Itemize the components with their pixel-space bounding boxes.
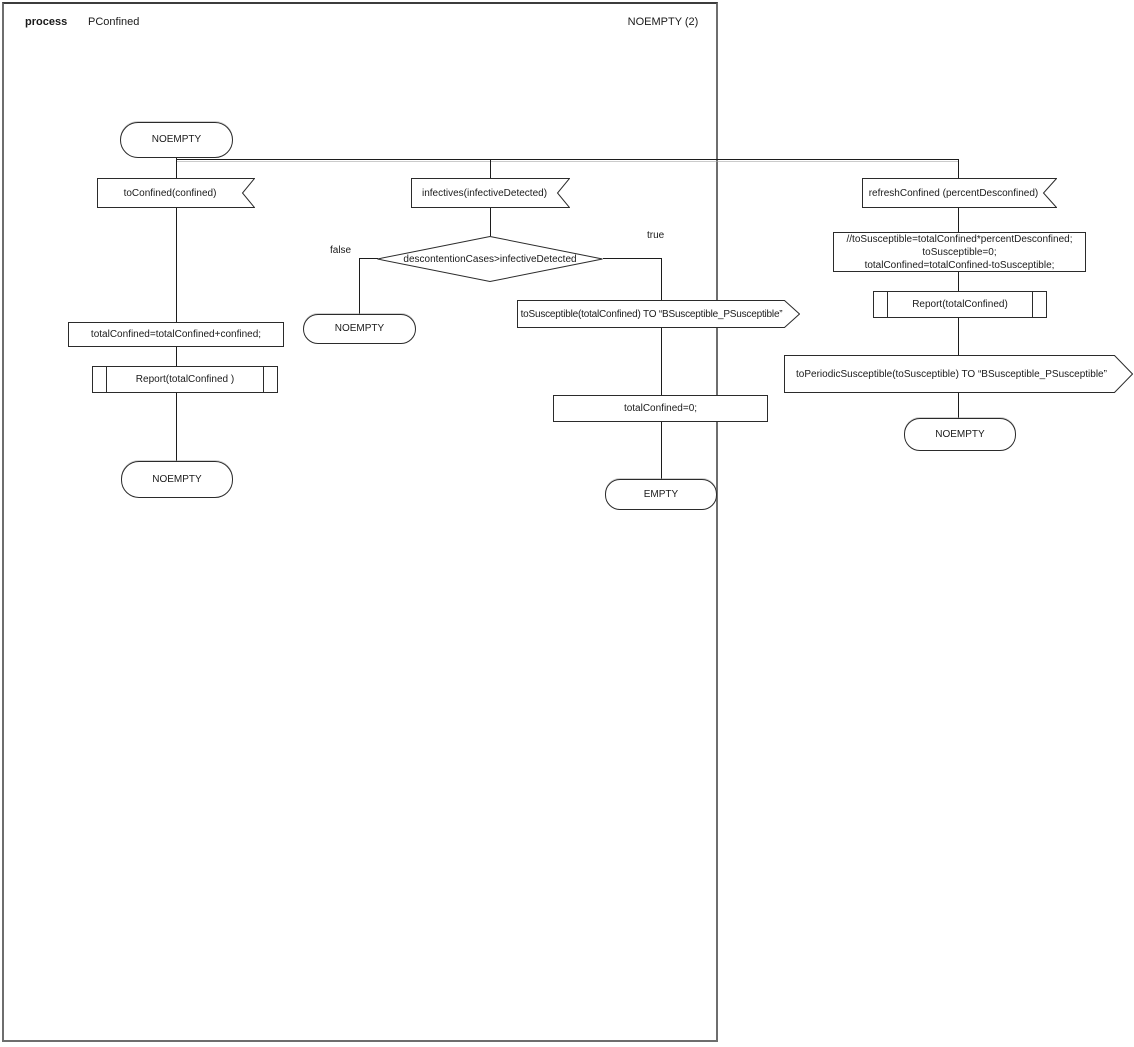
input-toconfined: toConfined(confined) [97, 178, 255, 208]
task-reset-confined: totalConfined=0; [553, 395, 768, 422]
output-symbol-outline [784, 355, 1133, 393]
page-label: NOEMPTY (2) [627, 16, 699, 28]
state-empty: EMPTY [605, 479, 717, 510]
decision-true-label: true [647, 230, 665, 241]
procedure-report-right: Report(totalConfined) [873, 291, 1047, 318]
connector-mid-1 [490, 159, 491, 178]
connector-right-4 [958, 318, 959, 355]
connector-false-h [359, 258, 378, 259]
task-line: toSusceptible=0; [922, 246, 997, 258]
task-line: totalConfined=totalConfined-toSusceptibl… [864, 259, 1055, 271]
connector-right-2 [958, 208, 959, 232]
decision-diamond-outline [377, 236, 603, 282]
input-infectives: infectives(infectiveDetected) [411, 178, 570, 208]
state-label: NOEMPTY [152, 473, 202, 485]
connector-mid-2 [490, 208, 491, 236]
output-tosusceptible: toSusceptible(totalConfined) TO “BSuscep… [517, 300, 800, 328]
connector-mid-4 [661, 422, 662, 479]
input-label: infectives(infectiveDetected) [421, 187, 548, 199]
input-symbol-outline [97, 178, 255, 208]
input-label: refreshConfined (percentDesconfined) [868, 187, 1039, 199]
task-accumulate-confined: totalConfined=totalConfined+confined; [68, 322, 284, 347]
state-label: NOEMPTY [935, 428, 985, 440]
connector-true-h [603, 258, 662, 259]
input-symbol-outline [862, 178, 1057, 208]
connector-left-2 [176, 208, 177, 322]
task-label: totalConfined=0; [623, 402, 698, 414]
process-name: PConfined [88, 16, 140, 28]
process-frame [2, 2, 718, 1042]
procedure-label: Report(totalConfined) [912, 298, 1008, 310]
output-label: toSusceptible(totalConfined) TO “BSuscep… [520, 308, 783, 320]
state-label: EMPTY [643, 488, 679, 500]
procedure-label: Report(totalConfined ) [135, 373, 235, 385]
task-label: totalConfined=totalConfined+confined; [90, 328, 262, 340]
state-label: NOEMPTY [334, 323, 385, 334]
connector-left-4 [176, 393, 177, 461]
procedure-report-left: Report(totalConfined ) [92, 366, 278, 393]
connector-left-1 [176, 157, 177, 178]
state-noempty-false: NOEMPTY [303, 314, 416, 344]
process-kind-label: process [25, 16, 68, 28]
state-noempty-left: NOEMPTY [121, 461, 233, 498]
connector-false-v [359, 258, 360, 314]
state-label: NOEMPTY [151, 134, 202, 145]
connector-main-horizontal [176, 159, 958, 160]
decision-descontention: descontentionCases>infectiveDetected [377, 236, 603, 282]
decision-label: descontentionCases>infectiveDetected [403, 253, 577, 265]
connector-right-5 [958, 393, 959, 418]
task-refresh-calculation: //toSusceptible=totalConfined*percentDes… [833, 232, 1086, 272]
input-symbol-outline [411, 178, 570, 208]
connector-true-v [661, 258, 662, 300]
output-toperiodicsusceptible: toPeriodicSusceptible(toSusceptible) TO … [784, 355, 1133, 393]
connector-mid-3 [661, 328, 662, 395]
state-noempty-right: NOEMPTY [904, 418, 1016, 451]
input-refreshconfined: refreshConfined (percentDesconfined) [862, 178, 1057, 208]
connector-right-3 [958, 272, 959, 291]
task-line: //toSusceptible=totalConfined*percentDes… [846, 233, 1073, 245]
state-start-noempty: NOEMPTY [120, 122, 233, 158]
input-label: toConfined(confined) [123, 187, 217, 199]
decision-false-label: false [330, 245, 352, 256]
output-label: toPeriodicSusceptible(toSusceptible) TO … [796, 368, 1107, 380]
output-symbol-outline [517, 300, 800, 328]
connector-right-1 [958, 159, 959, 178]
connector-left-3 [176, 347, 177, 366]
